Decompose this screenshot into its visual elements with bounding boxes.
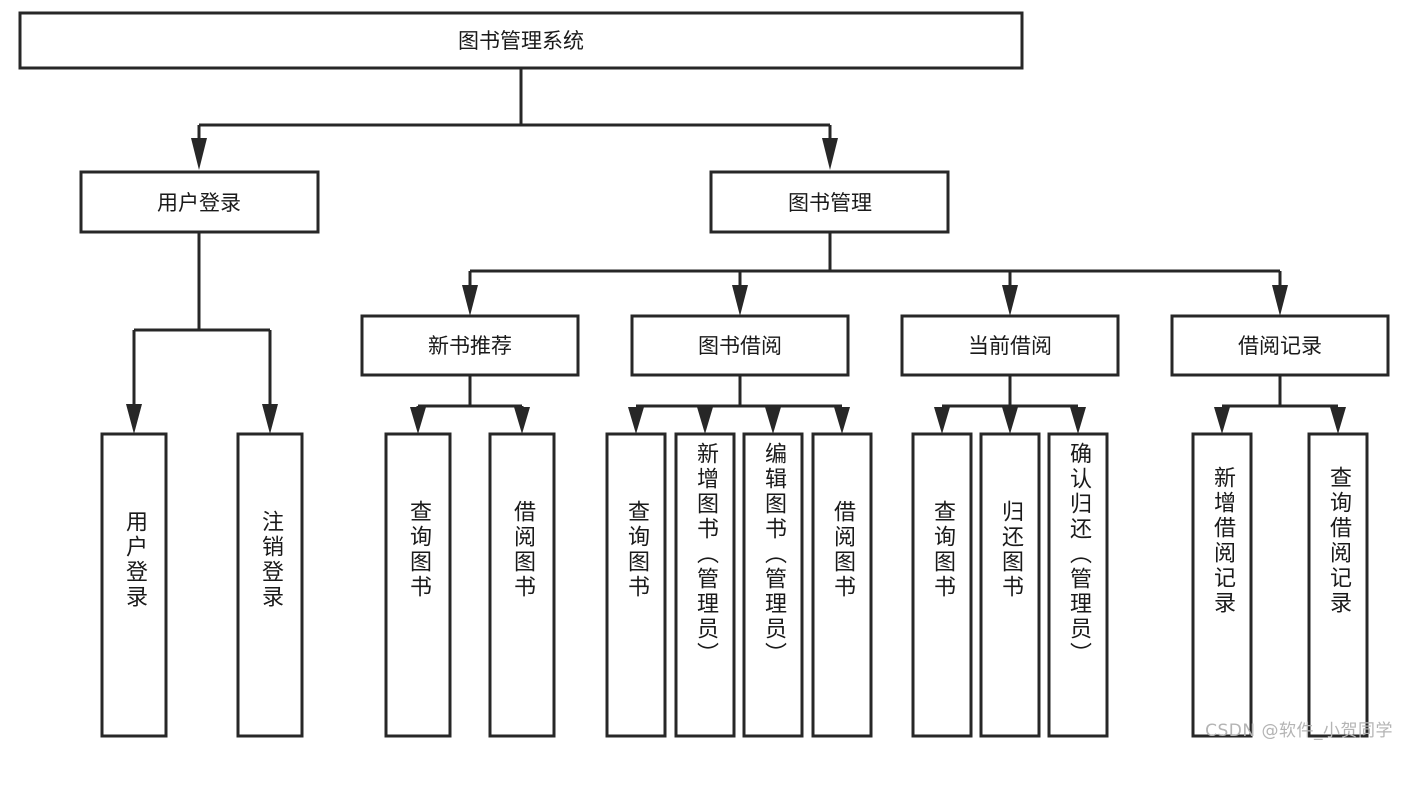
arrow-head-userlogin-2 bbox=[262, 404, 278, 434]
arrow-head-currentborrow-2 bbox=[1002, 407, 1018, 434]
node-leaf-user-logout-box[interactable] bbox=[236, 432, 304, 738]
connector-group-new-book-recommend bbox=[410, 375, 530, 434]
node-new-book-recommend[interactable]: 新书推荐 bbox=[360, 314, 580, 377]
node-book-borrow-box[interactable] bbox=[630, 314, 850, 377]
node-leaf-query-book-1-box[interactable] bbox=[384, 432, 452, 738]
csdn-watermark: CSDN @软件_小贺同学 bbox=[1205, 721, 1393, 741]
flowchart-canvas: 图书管理系统 用户登录 图书管理 新书推荐 图书借阅 当前借阅 借阅记录 bbox=[18, 11, 1390, 738]
connector-group-book-manage bbox=[462, 232, 1288, 316]
node-current-borrow-box[interactable] bbox=[900, 314, 1120, 377]
node-new-book-recommend-label: 新书推荐 bbox=[428, 334, 512, 358]
node-book-borrow-label: 图书借阅 bbox=[698, 334, 782, 358]
arrow-head-bookmanage-2 bbox=[732, 285, 748, 316]
node-current-borrow-label: 当前借阅 bbox=[968, 334, 1052, 358]
node-leaf-user-login-box[interactable] bbox=[100, 432, 168, 738]
node-book-manage-label: 图书管理 bbox=[788, 191, 872, 215]
arrow-head-currentborrow-3 bbox=[1070, 407, 1086, 434]
node-borrow-record[interactable]: 借阅记录 bbox=[1170, 314, 1390, 377]
arrow-head-newbook-2 bbox=[514, 407, 530, 434]
node-book-borrow[interactable]: 图书借阅 bbox=[630, 314, 850, 377]
node-leaf-borrow-book-1-box[interactable] bbox=[488, 432, 556, 738]
node-leaf-query-book-2-box[interactable] bbox=[605, 432, 667, 738]
arrow-head-bookmanage-1 bbox=[462, 285, 478, 316]
node-book-manage[interactable]: 图书管理 bbox=[709, 170, 950, 234]
connector-group-borrow-record bbox=[1214, 375, 1346, 434]
node-leaf-return-book-box[interactable] bbox=[979, 432, 1041, 738]
flowchart-diagram: 图书管理系统 用户登录 图书管理 新书推荐 图书借阅 当前借阅 借阅记录 bbox=[18, 11, 1393, 741]
arrow-head-bookborrow-3 bbox=[765, 407, 781, 434]
arrow-head-root-2 bbox=[822, 138, 838, 170]
connector-group-user-login bbox=[126, 232, 278, 434]
node-leaf-edit-book-box[interactable] bbox=[742, 432, 804, 738]
node-leaf-query-record-box[interactable] bbox=[1307, 432, 1369, 738]
node-root-label: 图书管理系统 bbox=[458, 29, 584, 53]
arrow-head-root-1 bbox=[191, 138, 207, 170]
node-current-borrow[interactable]: 当前借阅 bbox=[900, 314, 1120, 377]
connector-group-root bbox=[191, 68, 838, 170]
node-user-login-label: 用户登录 bbox=[157, 191, 241, 215]
node-root[interactable]: 图书管理系统 bbox=[18, 11, 1024, 70]
arrow-head-bookborrow-4 bbox=[834, 407, 850, 434]
connector-group-current-borrow bbox=[934, 375, 1086, 434]
node-leaf-confirm-return-box[interactable] bbox=[1047, 432, 1109, 738]
node-leaf-borrow-book-2-box[interactable] bbox=[811, 432, 873, 738]
connector-group-book-borrow bbox=[628, 375, 850, 434]
node-root-box[interactable] bbox=[18, 11, 1024, 70]
node-user-login-box[interactable] bbox=[79, 170, 320, 234]
arrow-head-currentborrow-1 bbox=[934, 407, 950, 434]
node-book-manage-box[interactable] bbox=[709, 170, 950, 234]
arrow-head-borrowrecord-2 bbox=[1330, 407, 1346, 434]
arrow-head-bookmanage-4 bbox=[1272, 285, 1288, 316]
arrow-head-userlogin-1 bbox=[126, 404, 142, 434]
arrow-head-newbook-1 bbox=[410, 407, 426, 434]
node-leaf-query-book-3-box[interactable] bbox=[911, 432, 973, 738]
node-new-book-recommend-box[interactable] bbox=[360, 314, 580, 377]
arrow-head-bookborrow-2 bbox=[697, 407, 713, 434]
node-leaf-add-record-box[interactable] bbox=[1191, 432, 1253, 738]
arrow-head-bookmanage-3 bbox=[1002, 285, 1018, 316]
node-user-login[interactable]: 用户登录 bbox=[79, 170, 320, 234]
node-borrow-record-box[interactable] bbox=[1170, 314, 1390, 377]
node-borrow-record-label: 借阅记录 bbox=[1238, 334, 1322, 358]
arrow-head-borrowrecord-1 bbox=[1214, 407, 1230, 434]
arrow-head-bookborrow-1 bbox=[628, 407, 644, 434]
node-leaf-add-book-box[interactable] bbox=[674, 432, 736, 738]
